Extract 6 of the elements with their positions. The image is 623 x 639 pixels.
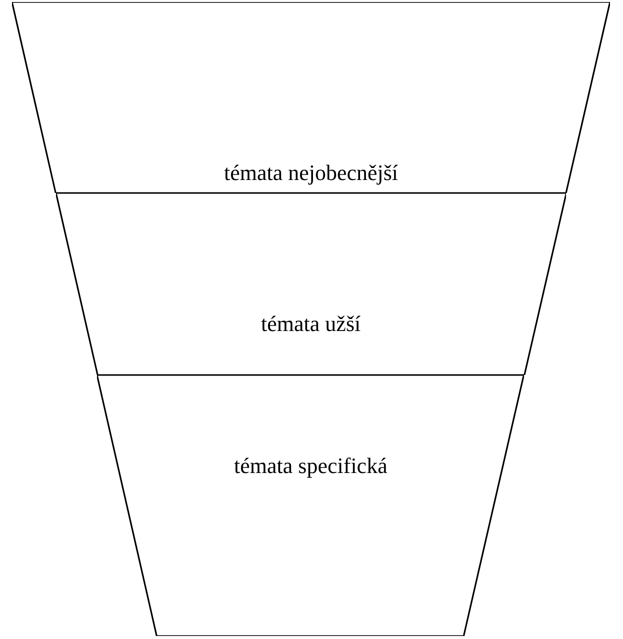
funnel-band: [56, 193, 566, 375]
band-label: témata nejobecnější: [224, 160, 398, 186]
funnel-band: [97, 375, 524, 636]
funnel-band: [12, 2, 610, 193]
band-label: témata specifická: [234, 453, 388, 479]
band-label: témata užší: [261, 311, 361, 337]
